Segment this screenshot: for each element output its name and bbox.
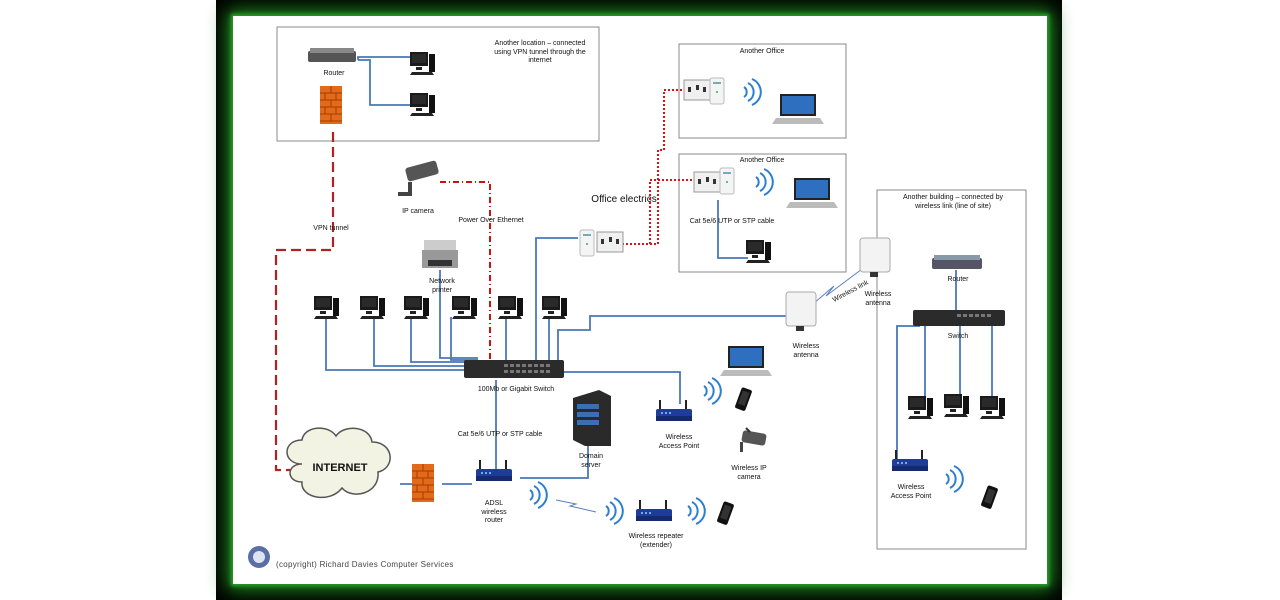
wifi-waves-icon	[605, 497, 624, 525]
remote-router-label: Router	[323, 70, 345, 77]
another-office-1-title: Another Office	[739, 48, 785, 55]
remote-location-box	[276, 26, 600, 142]
poe-label: Power Over Ethernet	[458, 217, 524, 224]
desktop-pc-icon	[498, 296, 523, 319]
desktop-pc-icon	[314, 296, 339, 319]
desktop-pc-icon	[360, 296, 385, 319]
lan-cables	[325, 56, 993, 485]
powerline-adapter-icon	[579, 229, 595, 257]
office-electrics-label: Office electrics	[591, 194, 657, 205]
remote-location-title: Another location – connected using VPN t…	[494, 40, 586, 64]
wireless-antenna-icon	[785, 291, 817, 332]
firewall-icon	[319, 85, 343, 125]
smartphone-icon	[980, 484, 999, 510]
wall-socket-icon	[693, 171, 721, 193]
building-switch-label: Switch	[947, 333, 969, 340]
poe-line	[440, 181, 491, 360]
wireless-router-icon	[635, 499, 673, 522]
wireless-ip-camera-label: Wireless IP camera	[731, 465, 767, 481]
wireless-antenna-icon	[859, 237, 891, 278]
desktop-pc-icon	[746, 240, 771, 263]
wifi-waves-icon	[703, 377, 722, 405]
desktop-pc-icon	[944, 394, 969, 417]
desktop-pc-icon	[410, 52, 435, 75]
powerline-line-1	[622, 89, 686, 245]
copyright-logo-icon	[248, 546, 270, 568]
main-switch-label: 100Mb or Gigabit Switch	[477, 386, 555, 393]
domain-server-label: Domain server	[578, 453, 604, 469]
wifi-waves-icon	[945, 465, 964, 493]
laptop-icon	[786, 178, 838, 208]
vpn-tunnel-label: VPN tunnel	[313, 225, 349, 232]
router-icon	[308, 48, 356, 62]
ip-camera-icon	[740, 427, 767, 452]
another-office-box-1	[678, 43, 847, 139]
wireless-router-icon	[655, 399, 693, 422]
wireless-antenna-right-label: Wireless antenna	[864, 291, 892, 307]
vpn-tunnel-line	[274, 132, 335, 472]
desktop-pc-icon	[542, 296, 567, 319]
desktop-pc-icon	[908, 396, 933, 419]
repeater-label: Wireless repeater (extender)	[628, 533, 684, 549]
switch-icon	[913, 310, 1005, 326]
ip-camera-label: IP camera	[402, 208, 434, 215]
wall-socket-icon	[596, 231, 624, 253]
laptop-icon	[720, 346, 772, 376]
wifi-waves-icon	[687, 497, 706, 525]
adsl-router-label: ADSL wireless router	[481, 500, 507, 524]
copyright-text: (copyright) Richard Davies Computer Serv…	[276, 560, 454, 569]
powerline-adapter-icon	[709, 77, 725, 105]
another-building-title: Another building – connected by wireless…	[902, 194, 1004, 210]
firewall-icon	[411, 463, 435, 503]
desktop-pc-icon	[452, 296, 477, 319]
another-office-2-title: Another Office	[739, 157, 785, 164]
wifi-waves-icon	[529, 481, 548, 509]
wap-building-label: Wireless Access Point	[890, 484, 932, 500]
wireless-antenna-left-label: Wireless antenna	[792, 343, 820, 359]
another-office-box-2	[678, 153, 847, 273]
main-cable-label: Cat 5e/6 UTP or STP cable	[457, 431, 543, 438]
server-icon	[573, 390, 611, 446]
wall-socket-icon	[683, 79, 711, 101]
network-printer-label: Network printer	[429, 278, 455, 294]
desktop-pc-icon	[410, 93, 435, 116]
smartphone-icon	[716, 500, 735, 526]
wap-main-label: Wireless Access Point	[658, 434, 700, 450]
laptop-icon	[772, 94, 824, 124]
desktop-pc-icon	[404, 296, 429, 319]
printer-icon	[422, 240, 458, 268]
switch-icon	[464, 360, 564, 378]
powerline-line-2	[622, 179, 698, 245]
another-building-box	[876, 189, 1027, 550]
wireless-router-icon	[475, 459, 513, 482]
wifi-waves-icon	[743, 78, 762, 106]
smartphone-icon	[734, 386, 753, 412]
cloud-icon	[286, 427, 391, 499]
router-icon	[932, 255, 982, 269]
internet-label: INTERNET	[312, 462, 368, 474]
wireless-link-line	[805, 265, 867, 311]
ip-camera-icon	[398, 160, 439, 196]
desktop-pc-icon	[980, 396, 1005, 419]
repeater-link-line	[555, 499, 597, 513]
office-cable-label: Cat 5e/6 UTP or STP cable	[689, 218, 775, 225]
wifi-waves-icon	[755, 168, 774, 196]
powerline-adapter-icon	[719, 167, 735, 195]
building-router-label: Router	[947, 276, 969, 283]
